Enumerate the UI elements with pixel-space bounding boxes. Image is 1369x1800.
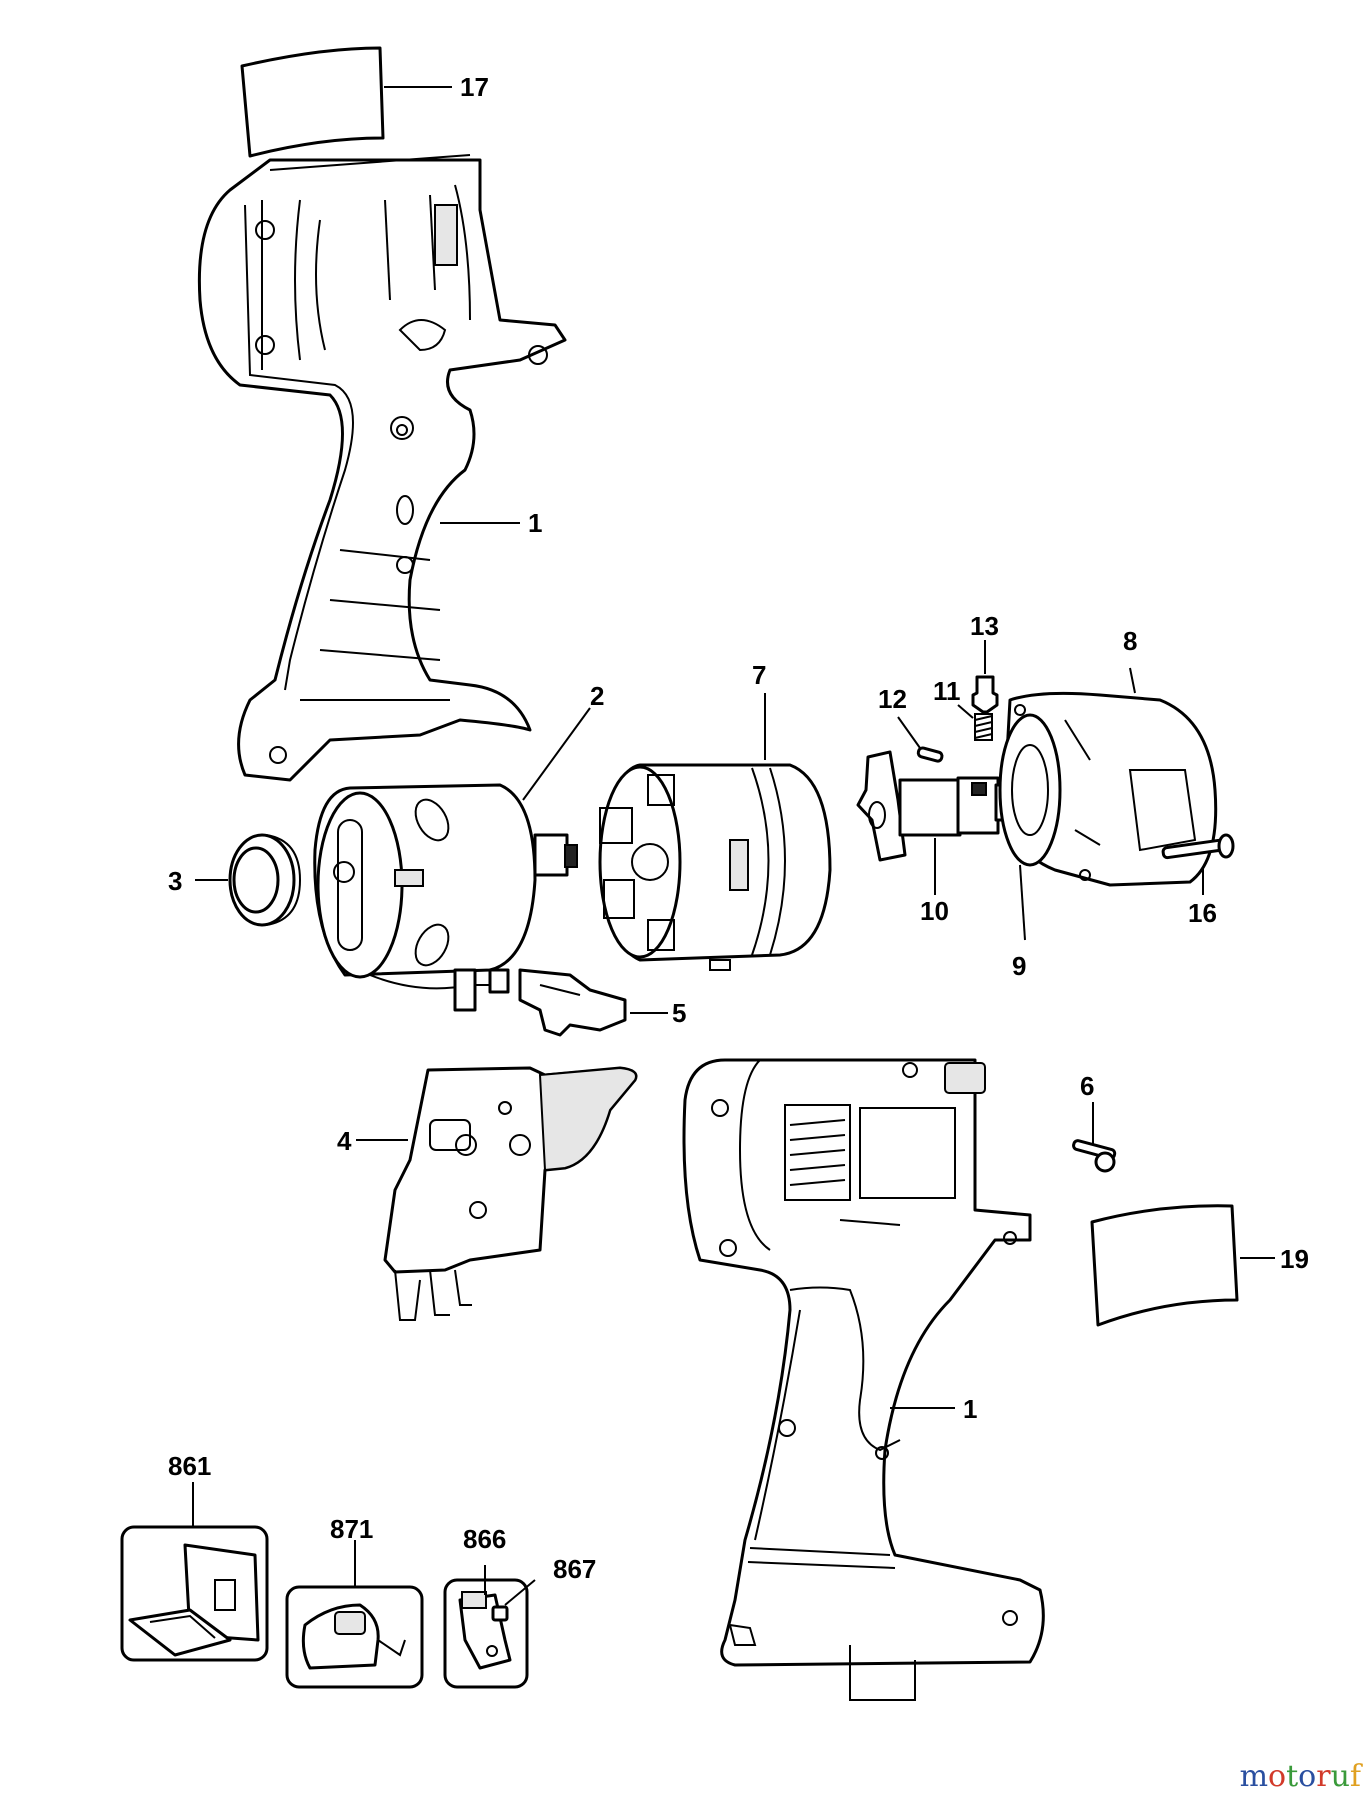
gearbox-7	[598, 763, 832, 971]
callout-12: 12	[878, 684, 907, 714]
charger-871	[285, 1585, 424, 1689]
bearing-3	[228, 833, 302, 927]
callout-871: 871	[330, 1514, 373, 1544]
switch-trigger-4	[383, 1066, 638, 1321]
plug-13	[971, 675, 999, 714]
callout-16: 16	[1188, 898, 1217, 928]
callout-10: 10	[920, 896, 949, 926]
callout-861: 861	[168, 1451, 211, 1481]
callout-7: 7	[752, 660, 766, 690]
watermark-logo: motoruf	[1240, 1759, 1361, 1794]
watermark-letter: u	[1330, 1759, 1350, 1794]
callout-6: 6	[1080, 1071, 1094, 1101]
callout-8: 8	[1123, 626, 1137, 656]
label-plate-19	[1090, 1204, 1239, 1327]
label-plate-17	[240, 46, 385, 158]
callout-4: 4	[337, 1126, 352, 1156]
pin-12	[916, 746, 944, 763]
callout-866: 866	[463, 1524, 506, 1554]
housing-half-right-1	[682, 1058, 1045, 1701]
battery-cap-867	[491, 1605, 509, 1622]
callout-867: 867	[553, 1554, 596, 1584]
callout-19: 19	[1280, 1244, 1309, 1274]
watermark-letter: r	[1316, 1759, 1331, 1794]
watermark-letter: f	[1349, 1759, 1361, 1794]
screw-16	[1161, 833, 1235, 860]
callout-13: 13	[970, 611, 999, 641]
spring-11	[974, 713, 993, 741]
nose-housing-8	[998, 691, 1218, 887]
callout-11: 11	[933, 676, 961, 706]
watermark-letter: o	[1268, 1759, 1287, 1794]
callout-5: 5	[672, 998, 686, 1028]
callout-17: 17	[460, 72, 489, 102]
screw-6	[1072, 1139, 1117, 1173]
callout-3: 3	[168, 866, 182, 896]
connector-5	[518, 968, 627, 1037]
watermark-letter: m	[1239, 1759, 1269, 1794]
watermark-letter: t	[1286, 1759, 1299, 1794]
motor-2	[313, 783, 578, 1012]
watermark-letter: o	[1298, 1759, 1317, 1794]
callout-1b: 1	[963, 1394, 977, 1424]
callout-1a: 1	[528, 508, 542, 538]
callout-2: 2	[590, 681, 604, 711]
carrying-case-861	[120, 1525, 269, 1662]
housing-half-left-1	[197, 154, 567, 782]
callout-9: 9	[1012, 951, 1026, 981]
